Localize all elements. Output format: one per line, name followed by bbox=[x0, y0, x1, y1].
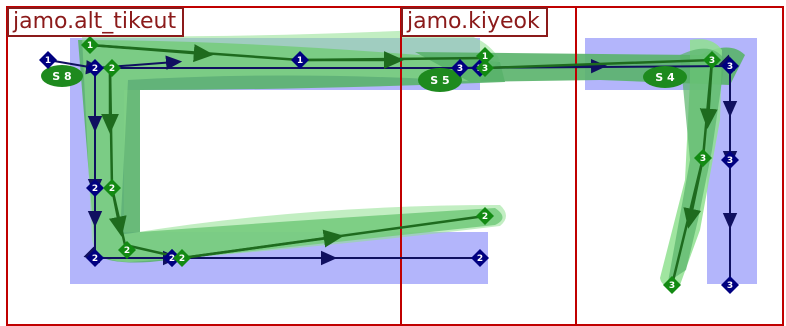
svg-text:2: 2 bbox=[92, 254, 98, 264]
green-nodes: 1 2 2 2 2 1 3 2 3 3 3 bbox=[81, 36, 721, 294]
svg-text:1: 1 bbox=[45, 56, 51, 66]
blue-node: 1 bbox=[39, 51, 57, 69]
svg-text:1: 1 bbox=[87, 41, 93, 51]
svg-text:3: 3 bbox=[727, 281, 733, 291]
svg-text:2: 2 bbox=[124, 246, 130, 256]
stroke-label-s5-text: S 5 bbox=[430, 74, 449, 87]
svg-text:2: 2 bbox=[169, 254, 175, 264]
green-node: 2 bbox=[103, 179, 121, 197]
svg-text:2: 2 bbox=[92, 184, 98, 194]
svg-text:3: 3 bbox=[727, 62, 733, 72]
svg-text:2: 2 bbox=[477, 254, 483, 264]
svg-text:3: 3 bbox=[669, 281, 675, 291]
svg-text:2: 2 bbox=[179, 254, 185, 264]
stroke-label-s5: S 5 bbox=[418, 68, 462, 92]
svg-text:3: 3 bbox=[709, 56, 715, 66]
svg-text:2: 2 bbox=[109, 184, 115, 194]
glyph-label-alt-tikeut: jamo.alt_tikeut bbox=[7, 7, 185, 37]
svg-text:1: 1 bbox=[297, 56, 303, 66]
blue-node: 3 bbox=[721, 151, 739, 169]
stroke-label-s4: S 4 bbox=[643, 66, 687, 88]
svg-text:3: 3 bbox=[482, 64, 488, 74]
svg-text:2: 2 bbox=[92, 64, 98, 74]
svg-text:2: 2 bbox=[482, 212, 488, 222]
blue-node: 2 bbox=[86, 179, 104, 197]
blue-node: 3 bbox=[721, 276, 739, 294]
green-node: 2 bbox=[173, 249, 191, 267]
svg-text:3: 3 bbox=[457, 64, 463, 74]
stroke-labels: S 8 S 5 S 4 bbox=[41, 65, 687, 92]
stroke-label-s8-text: S 8 bbox=[52, 70, 71, 83]
green-node: 3 bbox=[476, 59, 494, 77]
blue-node: 2 bbox=[471, 249, 489, 267]
blue-node: 2 bbox=[163, 249, 181, 267]
green-node: 2 bbox=[103, 59, 121, 77]
green-node: 1 bbox=[81, 36, 99, 54]
svg-text:1: 1 bbox=[482, 52, 488, 62]
stroke-label-s4-text: S 4 bbox=[655, 71, 675, 84]
blue-node: 2 bbox=[86, 59, 104, 77]
blue-node: 1 bbox=[291, 51, 309, 69]
stroke-label-s8: S 8 bbox=[41, 65, 83, 87]
svg-text:3: 3 bbox=[700, 154, 706, 164]
green-node: 3 bbox=[703, 51, 721, 69]
green-node: 2 bbox=[476, 207, 494, 225]
blue-node: 3 bbox=[451, 59, 469, 77]
green-node: 2 bbox=[118, 241, 136, 259]
blue-nodes: 1 2 2 2 2 2 1 3 2 2 3 3 3 bbox=[39, 51, 739, 294]
green-node: 1 bbox=[476, 47, 494, 65]
svg-text:2: 2 bbox=[109, 64, 115, 74]
blue-node: 3 bbox=[721, 57, 739, 75]
blue-node: 2 bbox=[86, 249, 104, 267]
svg-text:3: 3 bbox=[727, 156, 733, 166]
glyph-label-kiyeok: jamo.kiyeok bbox=[401, 7, 548, 37]
green-node: 3 bbox=[694, 149, 712, 167]
green-node: 3 bbox=[663, 276, 681, 294]
